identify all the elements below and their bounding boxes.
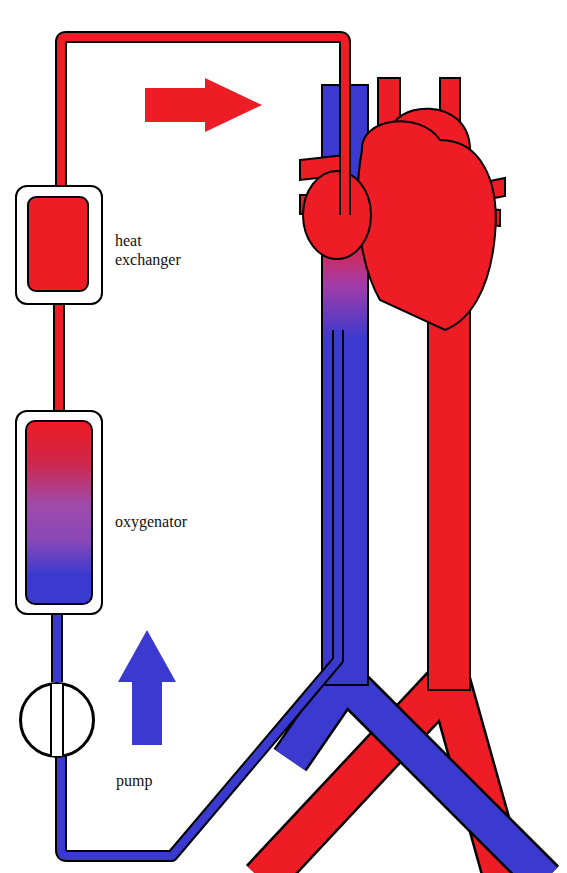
tubing-outline xyxy=(53,305,65,410)
tubing xyxy=(59,305,60,410)
right-atrium xyxy=(303,171,371,259)
flow-arrow xyxy=(118,630,176,745)
part-label: heat exchanger xyxy=(115,231,200,269)
tubing xyxy=(57,615,58,682)
part-label: pump xyxy=(116,771,196,790)
pump-rotor xyxy=(50,684,64,756)
oxygenator: oxygenator xyxy=(15,410,103,615)
tubing-fill xyxy=(55,305,63,410)
heat-exchanger-core xyxy=(27,196,89,292)
flow-arrow xyxy=(145,78,262,132)
tubing-fill xyxy=(53,615,61,682)
tubing-outline xyxy=(51,615,63,682)
vein-legs xyxy=(290,680,545,873)
pump: pump xyxy=(19,682,95,758)
return-tube xyxy=(61,37,345,215)
heart xyxy=(358,121,496,330)
oxygenator-core xyxy=(25,420,93,605)
part-label: oxygenator xyxy=(115,512,235,531)
heat-exchanger: heat exchanger xyxy=(15,185,103,305)
